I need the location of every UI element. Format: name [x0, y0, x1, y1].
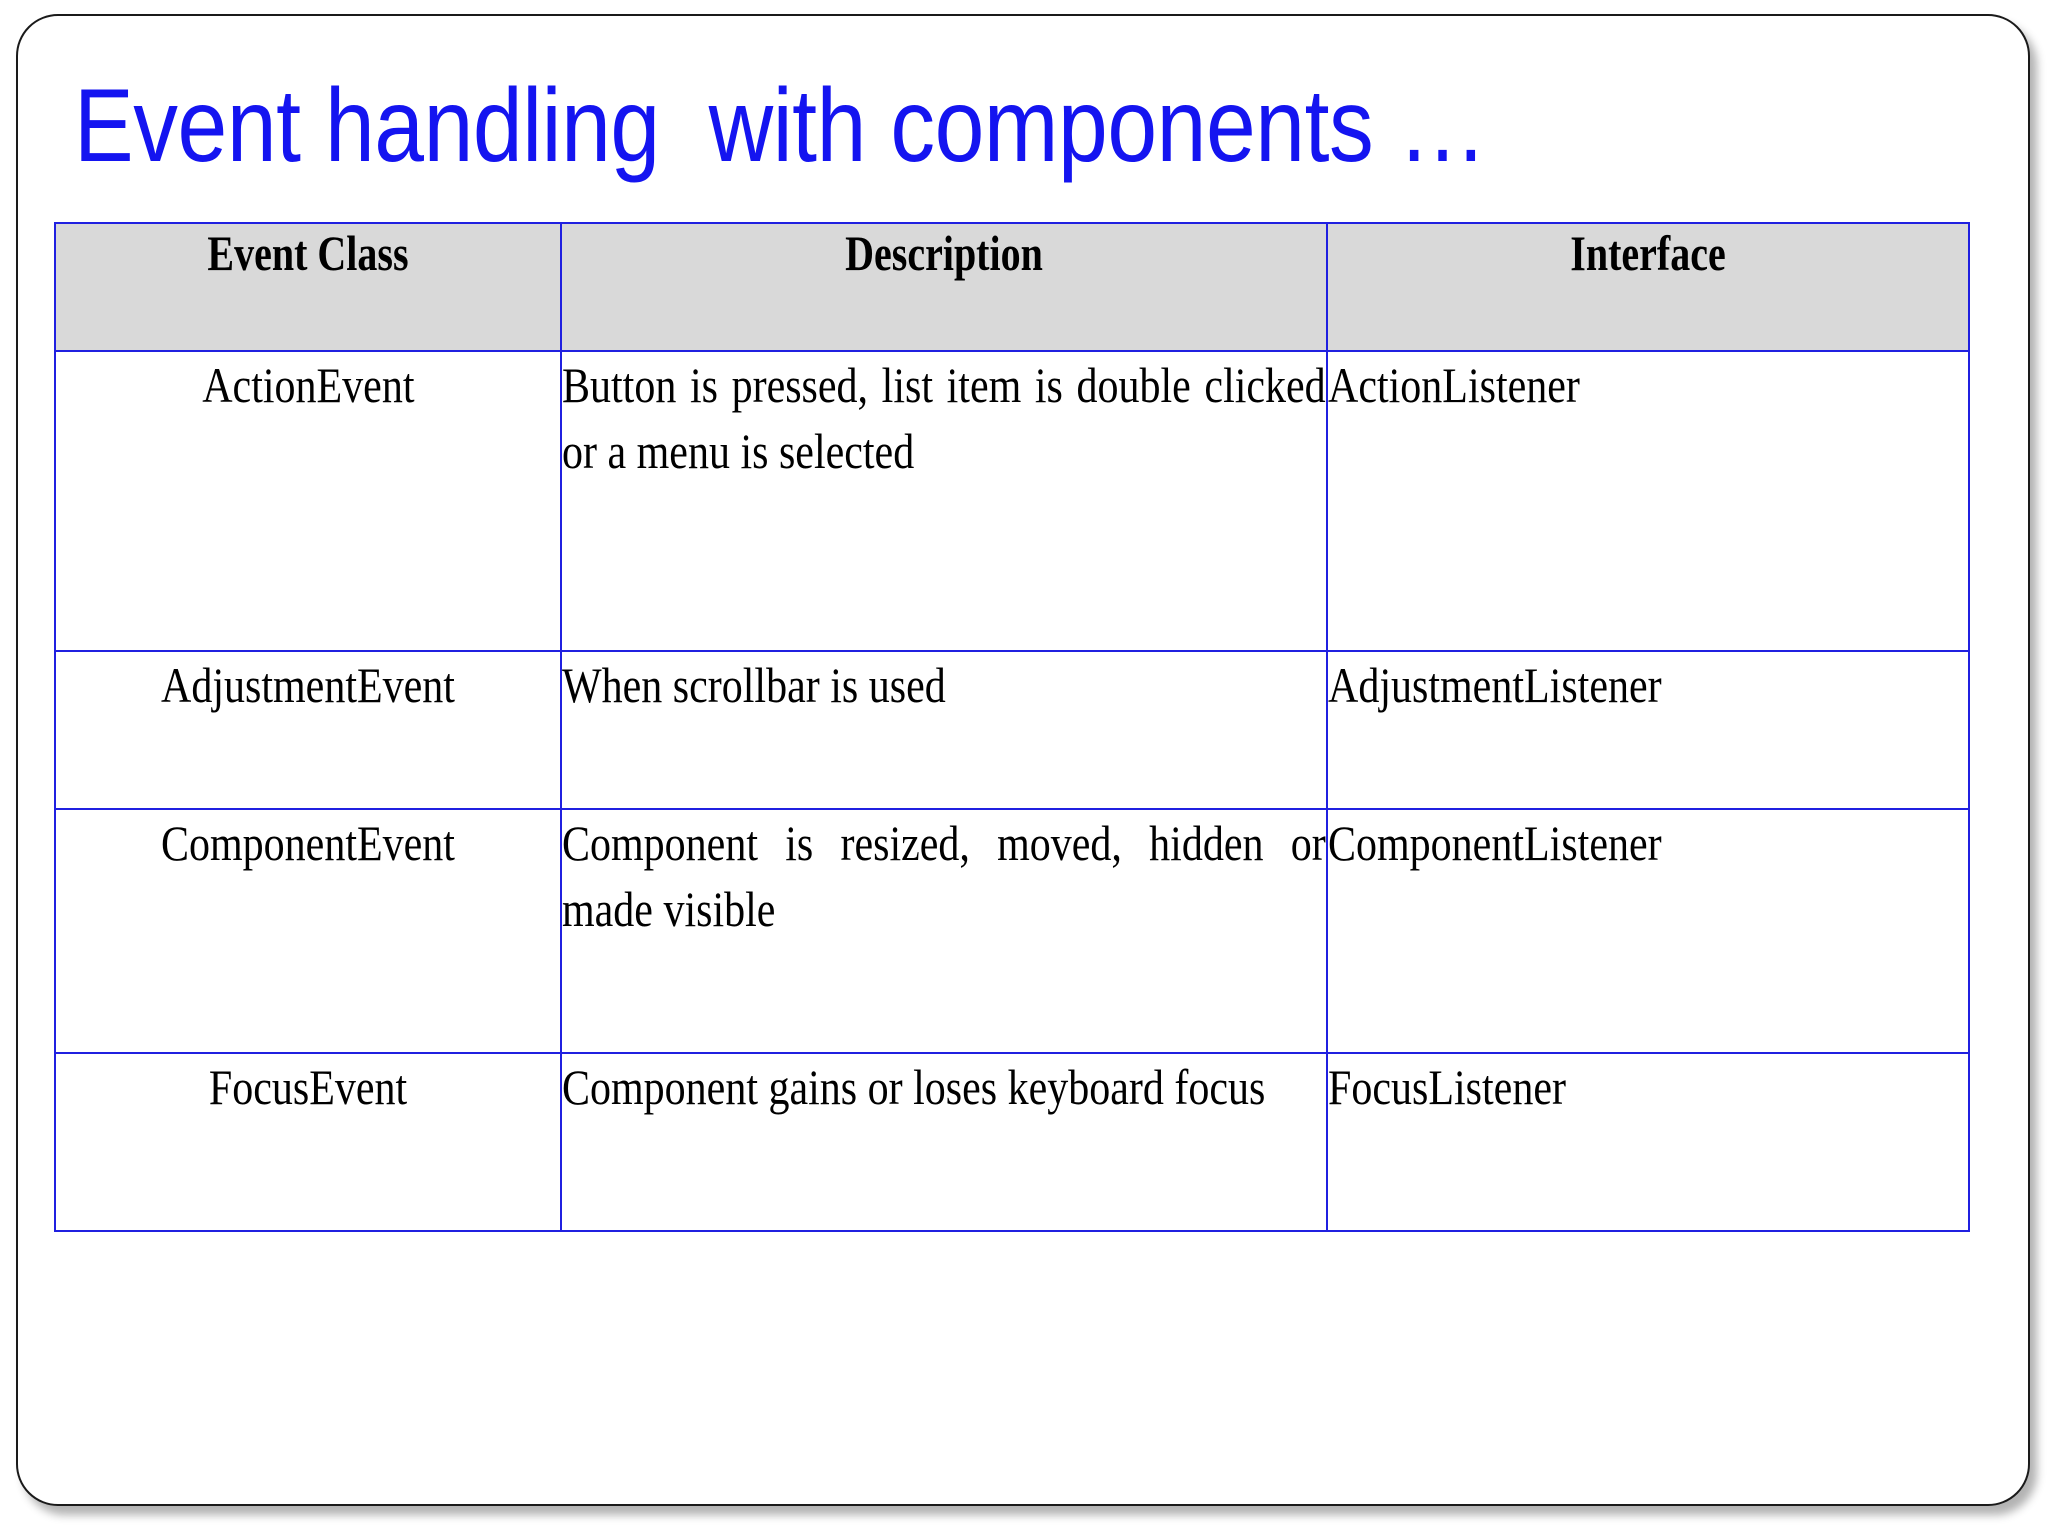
column-header-description-label: Description [845, 225, 1043, 281]
cell-interface: FocusListener [1326, 1052, 1970, 1232]
description-text: Button is pressed, list item is double c… [562, 357, 1326, 479]
cell-interface: ComponentListener [1326, 808, 1970, 1054]
cell-description: When scrollbar is used [560, 650, 1328, 810]
description-text: When scrollbar is used [562, 657, 946, 713]
cell-interface: ActionListener [1326, 350, 1970, 652]
table-row: ComponentEvent Component is resized, mov… [54, 808, 1970, 1054]
event-class-text: FocusEvent [208, 1059, 408, 1115]
description-text: Component is resized, moved, hidden or m… [562, 815, 1326, 937]
cell-description: Button is pressed, list item is double c… [560, 350, 1328, 652]
table-header-row: Event Class Description Interface [54, 222, 1970, 352]
description-text: Component gains or loses keyboard focus [562, 1059, 1266, 1115]
cell-description: Component gains or loses keyboard focus [560, 1052, 1328, 1232]
table-header: Event Class Description Interface [54, 222, 1970, 352]
event-class-text: ComponentEvent [161, 815, 455, 871]
cell-interface: AdjustmentListener [1326, 650, 1970, 810]
interface-text: ComponentListener [1328, 815, 1662, 871]
cell-event-class: FocusEvent [54, 1052, 562, 1232]
table-body: ActionEvent Button is pressed, list item… [54, 350, 1970, 1232]
cell-description: Component is resized, moved, hidden or m… [560, 808, 1328, 1054]
event-class-text: AdjustmentEvent [161, 657, 455, 713]
interface-text: FocusListener [1328, 1059, 1566, 1115]
event-class-text: ActionEvent [201, 357, 415, 413]
column-header-interface-label: Interface [1570, 225, 1726, 281]
event-classes-table: Event Class Description Interface Action… [54, 222, 1970, 1232]
column-header-interface: Interface [1326, 222, 1970, 352]
column-header-event-class: Event Class [54, 222, 562, 352]
page-title: Event handling with components … [74, 68, 1487, 184]
table-row: FocusEvent Component gains or loses keyb… [54, 1052, 1970, 1232]
cell-event-class: ActionEvent [54, 350, 562, 652]
interface-text: AdjustmentListener [1328, 657, 1662, 713]
interface-text: ActionListener [1328, 357, 1580, 413]
slide-frame: Event handling with components … Event C… [16, 14, 2030, 1506]
column-header-event-class-label: Event Class [207, 225, 409, 281]
cell-event-class: AdjustmentEvent [54, 650, 562, 810]
cell-event-class: ComponentEvent [54, 808, 562, 1054]
column-header-description: Description [560, 222, 1328, 352]
table-row: ActionEvent Button is pressed, list item… [54, 350, 1970, 652]
table-row: AdjustmentEvent When scrollbar is used A… [54, 650, 1970, 810]
